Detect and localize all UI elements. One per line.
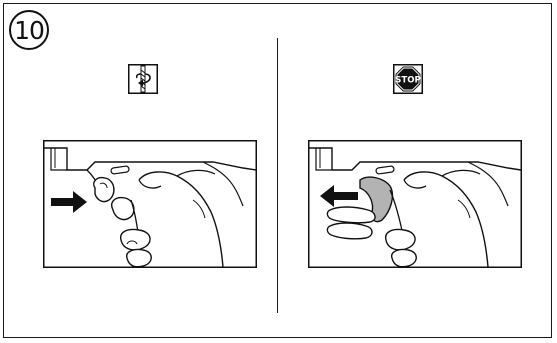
press-trigger-illustration: [43, 140, 257, 268]
step-number: 10: [14, 15, 45, 45]
arrow-left-icon: [320, 185, 358, 207]
panel-divider: [277, 38, 278, 313]
drill-rotation-icon: [128, 64, 158, 94]
stop-sign-icon: STOP: [393, 64, 423, 94]
stop-label: STOP: [395, 76, 421, 86]
arrow-right-icon: [51, 191, 87, 213]
step-number-badge: 10: [9, 10, 49, 50]
release-trigger-illustration: [308, 140, 522, 268]
trigger-highlight: [359, 176, 394, 223]
